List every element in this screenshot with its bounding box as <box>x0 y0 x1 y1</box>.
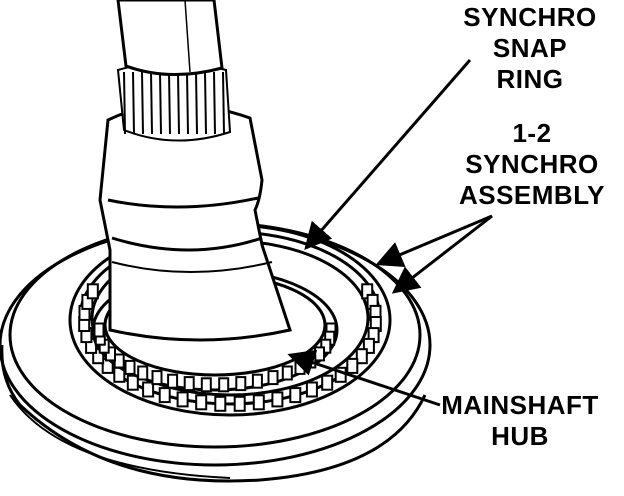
spline-groove <box>195 71 198 135</box>
gear-tooth <box>362 337 375 354</box>
gear-tooth <box>305 381 318 398</box>
gear-tooth <box>124 359 136 375</box>
gear-tooth <box>267 370 279 386</box>
label-mainshaft-hub: MAINSHAFT HUB <box>441 390 599 451</box>
gear-tooth <box>321 374 334 391</box>
gear-tooth <box>218 377 230 393</box>
gear-tooth <box>176 391 189 408</box>
gear-tooth <box>271 391 284 408</box>
gear-tooth <box>137 365 149 381</box>
gear-tooth <box>105 346 116 362</box>
spline-groove <box>213 71 216 135</box>
spline-groove <box>123 71 126 135</box>
spline-groove <box>186 71 189 135</box>
gear-tooth <box>214 395 227 412</box>
spline-groove <box>222 71 225 135</box>
gear-tooth <box>113 353 125 369</box>
spline-groove <box>150 71 153 135</box>
gear-tooth <box>235 376 247 392</box>
gear-tooth <box>158 387 171 404</box>
spline-groove <box>177 71 180 135</box>
spline-groove <box>141 71 144 135</box>
gear-tooth <box>251 373 263 389</box>
gear-tooth <box>252 394 265 411</box>
label-synchro-snap-ring: SYNCHRO SNAP RING <box>463 2 597 94</box>
gear-tooth <box>200 377 212 393</box>
gear-tooth <box>355 348 368 365</box>
spline-groove <box>132 71 135 135</box>
hub-arrow <box>287 349 441 407</box>
gear-tooth <box>126 374 139 391</box>
snap-ring-arrow <box>304 59 472 251</box>
gear-tooth <box>320 338 332 354</box>
leader-lines <box>287 59 493 407</box>
gear-tooth <box>142 381 155 398</box>
gear-tooth <box>233 395 246 412</box>
gear-tooth <box>281 365 293 381</box>
label-synchro-assembly: 1-2 SYNCHRO ASSEMBLY <box>458 118 606 210</box>
gear-tooth <box>86 283 99 300</box>
gear-tooth <box>93 322 105 338</box>
synchro-assembly-arrow-1 <box>375 214 493 268</box>
synchro-teeth <box>78 283 382 412</box>
gear-tooth <box>346 357 359 374</box>
spline-groove <box>168 71 171 135</box>
upper-shaft <box>116 0 224 76</box>
gear-tooth <box>167 373 179 389</box>
spline-groove <box>204 71 207 135</box>
gear-tooth <box>151 370 163 386</box>
gear-tooth <box>183 376 195 392</box>
synchro-assembly-arrow-2 <box>391 214 493 294</box>
gear-tooth <box>294 359 306 375</box>
gear-tooth <box>195 394 208 411</box>
gear-tooth <box>289 387 302 404</box>
gear-tooth <box>314 346 325 362</box>
spline-groove <box>159 71 162 135</box>
